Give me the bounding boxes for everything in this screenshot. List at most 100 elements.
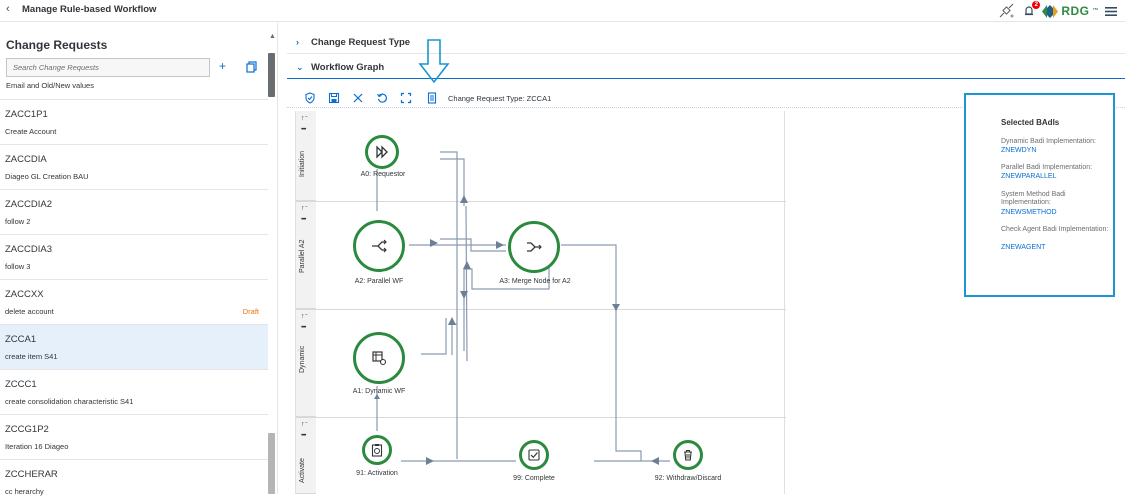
list-item-subtitle: cc herarchy [5, 487, 44, 496]
badi-value: ZNEWAGENT [1001, 244, 1046, 251]
search-input[interactable]: Search Change Requests [6, 58, 210, 77]
app-title: Manage Rule-based Workflow [22, 4, 157, 15]
start-icon [376, 145, 388, 159]
list-item-title: ZACCDIA3 [5, 244, 52, 255]
rdg-logo-icon [1042, 4, 1059, 18]
node-a3-merge[interactable] [508, 221, 560, 273]
panel-workflow-graph[interactable]: ⌄ Workflow Graph [287, 55, 1125, 79]
detail-pane: › Change Request Type ⌄ Workflow Graph C… [287, 30, 1125, 494]
lane-divider [296, 309, 786, 310]
fit-screen-icon[interactable] [400, 92, 412, 104]
badi-value: ZNEWSMETHOD [1001, 209, 1057, 216]
split-icon [372, 239, 387, 253]
list-item-title: ZCCHERAR [5, 469, 58, 480]
graph-toolbar: Change Request Type: ZCCA1 [287, 88, 1125, 108]
save-icon[interactable] [328, 92, 340, 104]
list-item[interactable]: ZACC1P1 Create Account [0, 99, 268, 144]
menu-icon[interactable] [1105, 6, 1117, 17]
list-item-title: ZACCDIA2 [5, 199, 52, 210]
notification-badge: 2 [1032, 1, 1041, 9]
node-a2-parallel-wf[interactable] [353, 220, 405, 272]
master-list-pane: Change Requests ▲ Search Change Requests… [0, 23, 278, 496]
list-item-subtitle: Create Account [5, 127, 57, 136]
status-badge: Draft [242, 307, 259, 316]
badi-label: System Method Badi Implementation: [1001, 191, 1066, 206]
lane-dynamic: ↑⁻ •••• Dynamic [296, 309, 316, 417]
back-icon[interactable]: ‹ [6, 3, 10, 15]
node-label: 92: Withdraw/Discard [654, 475, 722, 482]
lane-divider [296, 417, 786, 418]
list-item[interactable]: ZCCHERAR cc herarchy [0, 459, 268, 504]
workflow-graph-canvas[interactable]: ↑⁻ •••• Initiation ↑⁻ •••• Parallel A2 ↑… [295, 111, 786, 494]
node-label: A0: Requestor [360, 171, 406, 178]
list-item[interactable]: ZACCDIA2 follow 2 [0, 189, 268, 234]
panel-change-request-type[interactable]: › Change Request Type [287, 30, 1125, 54]
list-item-title: ZCCG1P2 [5, 424, 49, 435]
lane-initiation: ↑⁻ •••• Initiation [296, 111, 316, 201]
brand-name: RDG [1061, 4, 1090, 18]
list-item[interactable]: ZACCDIA3 follow 3 [0, 234, 268, 279]
node-92-withdraw[interactable] [673, 440, 703, 470]
list-item[interactable]: ZACCDIA Diageo GL Creation BAU [0, 144, 268, 189]
lane-grip-icon[interactable]: •••• [301, 433, 307, 439]
list-scrollbar-thumb[interactable] [268, 53, 275, 97]
node-label: 99: Complete [513, 475, 555, 482]
notifications-button[interactable]: 2 [1022, 1, 1041, 18]
lane-collapse-icon[interactable]: ↑⁻ [301, 313, 309, 320]
lane-collapse-icon[interactable]: ↑⁻ [301, 421, 309, 428]
list-item-subtitle: create consolidation characteristic S41 [5, 397, 134, 406]
copy-icon[interactable] [246, 61, 258, 73]
node-99-complete[interactable] [519, 440, 549, 470]
master-title: Change Requests [6, 38, 108, 52]
list-item-title: ZACCDIA [5, 154, 47, 165]
clipboard-clock-icon [371, 444, 383, 457]
list-scrollbar-track[interactable] [268, 433, 275, 494]
list-item[interactable]: ZCCG1P2 Iteration 16 Diageo [0, 414, 268, 459]
merge-icon [527, 242, 542, 252]
list-item-subtitle: delete account [5, 307, 54, 316]
node-label: 91: Activation [356, 470, 398, 477]
bell-icon [1025, 6, 1034, 16]
list-item[interactable]: ZCCC1 create consolidation characteristi… [0, 369, 268, 414]
reset-icon[interactable] [376, 92, 388, 104]
panel-title: Workflow Graph [311, 62, 385, 73]
add-icon[interactable]: + [219, 59, 227, 73]
dynamic-task-icon [372, 351, 387, 366]
list-item-selected[interactable]: ZCCA1 create item S41 [0, 324, 268, 369]
auto-layout-icon[interactable] [352, 92, 364, 104]
lane-grip-icon[interactable]: •••• [301, 325, 307, 331]
node-a1-dynamic-wf[interactable] [353, 332, 405, 384]
node-label: A1: Dynamic WF [352, 388, 406, 395]
list-item-subtitle: follow 2 [5, 217, 31, 226]
change-request-list: ZACC1P1 Create Account ZACCDIA Diageo GL… [0, 99, 268, 504]
annotation-arrow-icon [418, 39, 450, 84]
lane-collapse-icon[interactable]: ↑⁻ [301, 205, 309, 212]
badi-label: Dynamic Badi Implementation: [1001, 138, 1096, 145]
lane-grip-icon[interactable]: •••• [301, 217, 307, 223]
list-item-subtitle: Iteration 16 Diageo [5, 442, 69, 451]
node-91-activation[interactable] [362, 435, 392, 465]
list-item-subtitle: Diageo GL Creation BAU [5, 172, 89, 181]
satellite-icon [999, 3, 1014, 18]
list-item[interactable]: ZACCXX delete account Draft [0, 279, 268, 324]
node-label: A3: Merge Node for A2 [499, 278, 571, 285]
badi-label: Parallel Badi Implementation: [1001, 164, 1093, 171]
badi-value: ZNEWPARALLEL [1001, 173, 1057, 180]
shield-check-icon[interactable] [304, 92, 316, 104]
node-a0-requestor[interactable] [365, 135, 399, 169]
document-icon[interactable] [426, 92, 438, 104]
scroll-up-icon[interactable]: ▲ [269, 33, 276, 40]
lane-divider [296, 201, 786, 202]
badis-title: Selected BAdIs [1001, 118, 1060, 127]
graph-connectors [374, 151, 670, 465]
lane-grip-icon[interactable]: •••• [301, 127, 307, 133]
badi-value: ZNEWDYN [1001, 147, 1037, 154]
trash-icon [684, 449, 692, 461]
node-label: A2: Parallel WF [354, 278, 404, 285]
lane-collapse-icon[interactable]: ↑⁻ [301, 115, 309, 122]
change-request-type-label: Change Request Type: ZCCA1 [448, 94, 552, 103]
brand-tm: ™ [1092, 8, 1099, 14]
